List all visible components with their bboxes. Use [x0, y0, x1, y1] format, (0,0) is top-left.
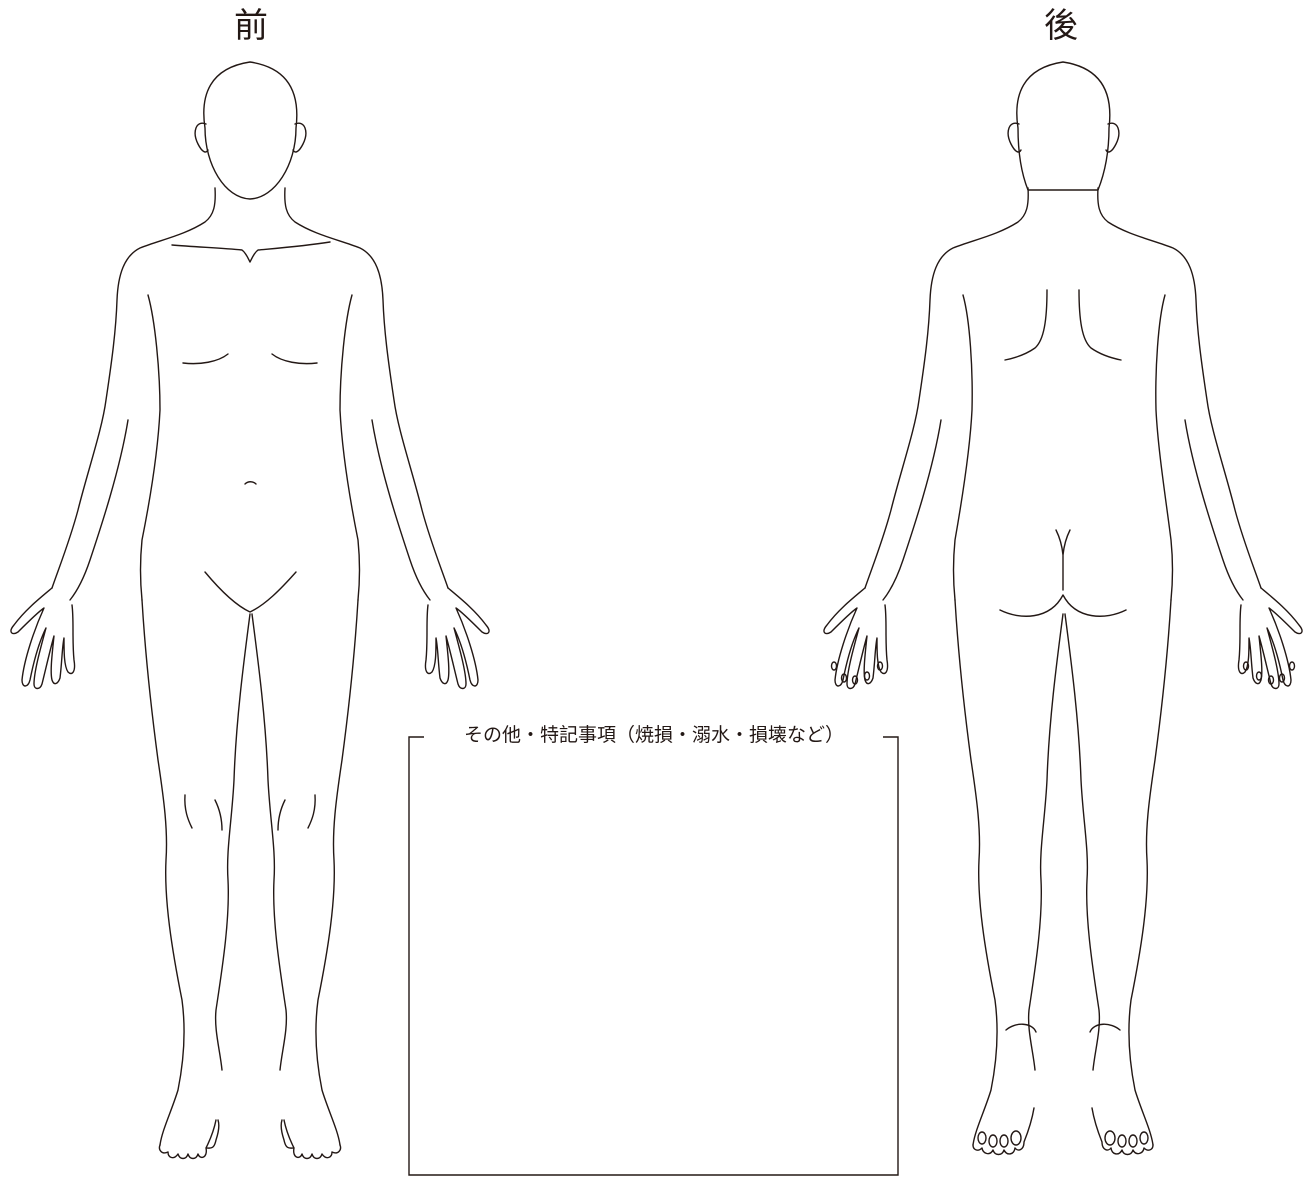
inner-right-arm	[1156, 295, 1173, 600]
shoulder-blades	[1005, 290, 1121, 360]
left-knee-lines	[185, 795, 222, 830]
right-toe	[1129, 1135, 1137, 1147]
left-nail	[865, 672, 870, 680]
right-hand	[425, 588, 489, 689]
navel	[245, 482, 256, 484]
torso-outline	[52, 188, 448, 588]
pelvis-line	[205, 572, 296, 612]
left-foot	[159, 1120, 218, 1159]
left-hand	[11, 588, 75, 689]
torso-outline	[865, 188, 1261, 588]
notes-title: その他・特記事項（焼損・溺水・損壊など）	[413, 722, 895, 748]
chest-lines	[183, 354, 317, 364]
left-toe	[978, 1132, 986, 1144]
right-toe	[1105, 1131, 1115, 1145]
inner-right-arm	[340, 295, 360, 600]
left-leg-inner	[216, 614, 250, 1070]
right-leg-inner	[252, 614, 286, 1070]
gluteal-cleft	[1056, 530, 1070, 590]
notes-title-text: その他・特記事項（焼損・溺水・損壊など）	[456, 724, 852, 746]
right-foot	[281, 1120, 340, 1159]
left-toe	[1000, 1135, 1008, 1147]
right-knee-lines	[278, 795, 315, 830]
right-leg-outer	[316, 600, 358, 1145]
right-toe	[1118, 1135, 1126, 1147]
notes-area[interactable]	[412, 760, 896, 1170]
buttocks-lines	[1000, 595, 1126, 616]
right-hand	[1238, 588, 1302, 689]
inner-left-arm	[141, 295, 161, 600]
left-toe	[1011, 1131, 1021, 1145]
right-heel	[1090, 1024, 1120, 1032]
right-toe	[1140, 1132, 1148, 1144]
right-leg-inner	[1065, 614, 1099, 1070]
left-leg-inner	[1029, 614, 1063, 1070]
right-nail	[1290, 662, 1295, 670]
left-leg-outer	[955, 600, 997, 1145]
left-hand	[824, 588, 888, 689]
collarbones	[172, 242, 330, 262]
left-heel	[1006, 1024, 1036, 1032]
left-nail	[832, 662, 837, 670]
right-nail	[1257, 672, 1262, 680]
head-outline	[204, 62, 297, 199]
inner-left-arm	[954, 295, 973, 600]
left-toe	[989, 1135, 997, 1147]
head-outline	[1017, 62, 1110, 190]
left-leg-outer	[142, 600, 184, 1145]
right-leg-outer	[1129, 600, 1171, 1145]
